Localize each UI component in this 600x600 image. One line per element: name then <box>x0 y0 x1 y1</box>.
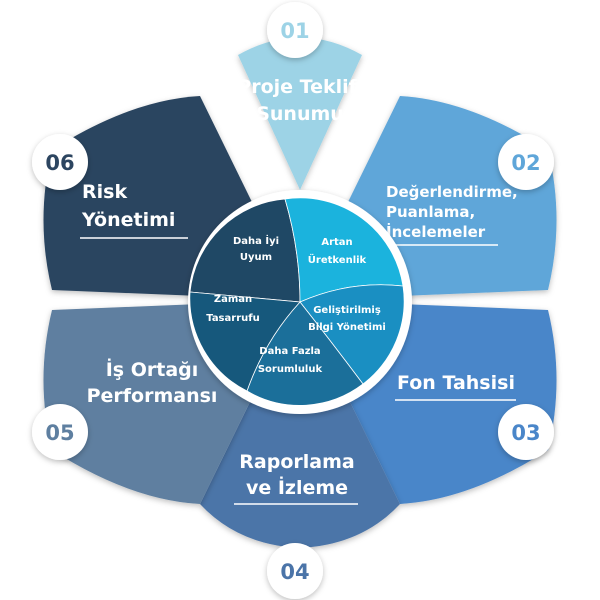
seg-3-line-1: Geliştirilmiş <box>313 305 381 316</box>
step-title-06: Risk Yönetimi <box>80 181 188 239</box>
svg-text:Proje Teklifi: Proje Teklifi <box>237 76 362 98</box>
step-05-line-1: İş Ortağı <box>106 357 199 381</box>
badge-01-number: 01 <box>280 19 309 43</box>
badge-06: 06 <box>32 134 88 190</box>
badge-05-number: 05 <box>45 421 74 445</box>
seg-5-line-1: Zaman <box>214 294 252 305</box>
step-title-03: Fon Tahsisi <box>395 372 516 401</box>
step-title-02: Değerlendirme, Puanlama, İncelemeler <box>386 183 518 246</box>
seg-1-line-1: Daha İyi <box>233 233 279 247</box>
step-06-line-2: Yönetimi <box>81 209 175 231</box>
step-title-01: Proje Teklifi Sunumu <box>237 76 362 125</box>
seg-3-line-2: Bilgi Yönetimi <box>308 322 386 333</box>
svg-text:Fon Tahsisi: Fon Tahsisi <box>397 372 515 394</box>
step-05-line-2: Performansı <box>87 385 218 407</box>
svg-text:Değerlendirme,: Değerlendirme, <box>386 183 518 201</box>
step-06-line-1: Risk <box>82 181 127 203</box>
svg-text:İncelemeler: İncelemeler <box>386 222 486 241</box>
seg-4-line-2: Sorumluluk <box>258 364 323 375</box>
step-04-line-1: Raporlama <box>239 451 354 473</box>
segment-labels: Daha İyi Uyum Artan Üretkenlik Geliştiri… <box>206 233 386 375</box>
svg-text:Zaman: Zaman <box>214 294 252 305</box>
step-title-04: Raporlama ve İzleme <box>234 451 358 505</box>
benefits-circle-inner <box>189 197 405 406</box>
svg-text:Uyum: Uyum <box>240 252 272 263</box>
badge-03-number: 03 <box>511 421 540 445</box>
badge-06-number: 06 <box>45 151 74 175</box>
seg-5-line-2: Tasarrufu <box>206 313 259 324</box>
svg-text:Artan: Artan <box>321 237 352 248</box>
badge-05: 05 <box>32 404 88 460</box>
seg-1-line-2: Uyum <box>240 252 272 263</box>
step-02-line-1: Değerlendirme, <box>386 183 518 201</box>
step-title-05: İş Ortağı Performansı <box>87 357 218 407</box>
badge-04-number: 04 <box>280 560 309 584</box>
svg-text:Risk: Risk <box>82 181 127 203</box>
svg-text:Raporlama: Raporlama <box>239 451 354 473</box>
step-01-line-2: Sunumu <box>256 103 344 125</box>
svg-text:Sorumluluk: Sorumluluk <box>258 364 323 375</box>
svg-text:Daha İyi: Daha İyi <box>233 233 279 247</box>
badge-02-number: 02 <box>511 151 540 175</box>
svg-text:Puanlama,: Puanlama, <box>386 203 475 221</box>
svg-text:Geliştirilmiş: Geliştirilmiş <box>313 305 381 316</box>
benefits-circle: Daha İyi Uyum Artan Üretkenlik Geliştiri… <box>188 190 412 414</box>
seg-2-line-2: Üretkenlik <box>308 252 367 266</box>
badge-03: 03 <box>498 404 554 460</box>
svg-text:Üretkenlik: Üretkenlik <box>308 252 367 266</box>
badge-02: 02 <box>498 134 554 190</box>
step-02-line-2: Puanlama, <box>386 203 475 221</box>
step-03-line-1: Fon Tahsisi <box>397 372 515 394</box>
badges-group: 01 02 03 04 05 06 <box>32 2 554 599</box>
svg-text:ve İzleme: ve İzleme <box>246 475 348 499</box>
segment-zaman-tasarrufu <box>189 291 301 392</box>
svg-text:Yönetimi: Yönetimi <box>81 209 175 231</box>
step-01-line-1: Proje Teklifi <box>237 76 362 98</box>
svg-text:İş Ortağı: İş Ortağı <box>106 357 199 381</box>
svg-text:Sunumu: Sunumu <box>256 103 344 125</box>
svg-text:Performansı: Performansı <box>87 385 218 407</box>
svg-text:Tasarrufu: Tasarrufu <box>206 313 259 324</box>
petal-04 <box>200 300 400 548</box>
seg-4-line-1: Daha Fazla <box>259 346 320 357</box>
badge-01: 01 <box>267 2 323 58</box>
seg-2-line-1: Artan <box>321 237 352 248</box>
petal-01 <box>238 37 362 190</box>
step-04-line-2: ve İzleme <box>246 475 348 499</box>
svg-text:Daha Fazla: Daha Fazla <box>259 346 320 357</box>
svg-text:Bilgi Yönetimi: Bilgi Yönetimi <box>308 322 386 333</box>
badge-04: 04 <box>267 543 323 599</box>
step-02-line-3: İncelemeler <box>386 222 486 241</box>
